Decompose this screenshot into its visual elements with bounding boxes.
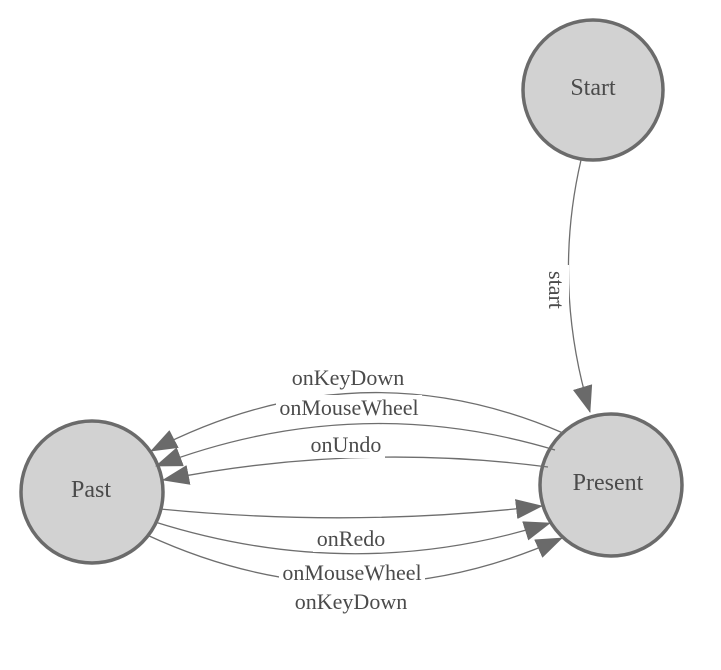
edge-present-to-past-onkeydown [150, 391, 564, 452]
edge-label-text: onRedo [317, 526, 385, 551]
edge-label-text: onMouseWheel [279, 395, 418, 420]
edge-label-background [292, 589, 410, 615]
node-circle-start[interactable] [521, 18, 665, 162]
edge-label-onkeydown-top: onKeyDown [289, 365, 407, 391]
edge-label-text: onUndo [311, 432, 382, 457]
edge-present-to-past-onmousewheel [155, 422, 556, 467]
edge-label-background [543, 265, 569, 315]
edge-start-to-present [567, 159, 593, 413]
edge-label-background [313, 526, 389, 552]
node-label-start: Start [570, 75, 616, 101]
edge-present-to-past-onundo [162, 456, 549, 485]
edge-label-text: onKeyDown [292, 365, 404, 390]
edge-label-background [276, 395, 422, 421]
node-label-past: Past [71, 477, 111, 503]
state-node-present[interactable]: Present [538, 412, 684, 558]
edge-label-onmousewheel-bottom: onMouseWheel [279, 560, 425, 586]
edge-label-onundo: onUndo [307, 432, 385, 458]
state-node-start[interactable]: Start [521, 18, 665, 162]
node-label-present: Present [573, 470, 644, 496]
edge-label-onredo: onRedo [313, 526, 389, 552]
edge-label-text: onMouseWheel [282, 560, 421, 585]
edge-label-onmousewheel-top: onMouseWheel [276, 395, 422, 421]
node-circle-past[interactable] [19, 419, 165, 565]
edge-label-start: start [543, 265, 569, 315]
node-circle-present[interactable] [538, 412, 684, 558]
state-node-past[interactable]: Past [19, 419, 165, 565]
edge-label-background [289, 365, 407, 391]
edge-past-to-present-onredo [159, 499, 543, 519]
edge-past-to-present-onmousewheel [154, 521, 551, 555]
edge-label-background [307, 432, 385, 458]
edge-label-background [279, 560, 425, 586]
edge-label-text: start [544, 271, 569, 309]
edge-label-onkeydown-bottom: onKeyDown [292, 589, 410, 615]
edge-label-text: onKeyDown [295, 589, 407, 614]
